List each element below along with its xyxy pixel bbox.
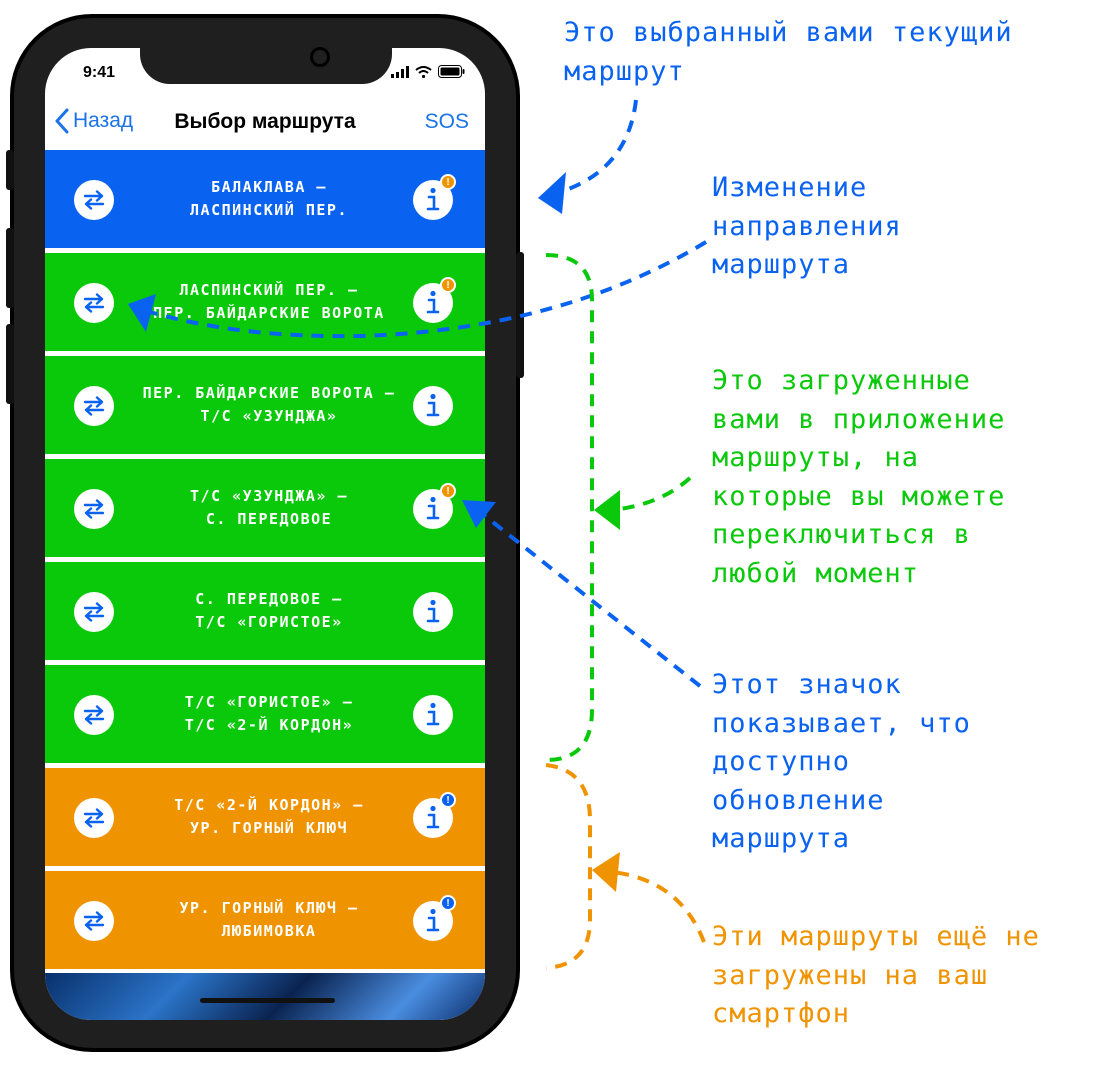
route-name: Т/С «УЗУНДЖА» – С. ПЕРЕДОВОЕ	[125, 459, 413, 557]
front-camera	[310, 47, 330, 67]
info-icon	[426, 496, 440, 520]
volume-up-button	[6, 228, 14, 308]
update-badge-icon: !	[440, 895, 456, 911]
power-button	[516, 252, 524, 378]
swap-direction-button[interactable]	[74, 695, 114, 735]
info-icon	[426, 599, 440, 623]
arrow-loaded-routes	[611, 476, 692, 512]
swap-direction-button[interactable]	[74, 592, 114, 632]
home-indicator	[200, 998, 335, 1003]
info-icon	[426, 393, 440, 417]
arrow-current-route-head	[538, 172, 566, 214]
swap-icon	[83, 293, 105, 313]
route-name-line1: ЛАСПИНСКИЙ ПЕР. –	[179, 281, 359, 299]
route-item[interactable]: Т/С «УЗУНДЖА» – С. ПЕРЕДОВОЕ!	[45, 459, 485, 557]
route-name-line1: Т/С «ГОРИСТОЕ» –	[184, 693, 354, 711]
back-button[interactable]: Назад	[55, 108, 133, 134]
notch	[140, 36, 392, 84]
route-name-line1: БАЛАКЛАВА –	[211, 178, 327, 196]
route-name-line1: Т/С «УЗУНДЖА» –	[190, 487, 348, 505]
sos-button[interactable]: SOS	[424, 110, 469, 133]
route-name-line2: Т/С «УЗУНДЖА»	[200, 407, 338, 425]
route-name: Т/С «ГОРИСТОЕ» – Т/С «2-Й КОРДОН»	[125, 665, 413, 763]
info-icon	[426, 805, 440, 829]
phone-screen: 9:41 Назад Выбор маршрута SOS БАЛАКЛАВА …	[45, 48, 485, 1020]
info-icon	[426, 187, 440, 211]
swap-direction-button[interactable]	[74, 901, 114, 941]
route-name-line2: ЛАСПИНСКИЙ ПЕР.	[190, 201, 348, 219]
status-icons	[391, 65, 465, 78]
route-name-line2: ЛЮБИМОВКА	[221, 922, 317, 940]
route-info-button[interactable]	[413, 386, 453, 426]
route-name-line1: ПЕР. БАЙДАРСКИЕ ВОРОТА –	[142, 384, 396, 402]
swap-icon	[83, 911, 105, 931]
swap-icon	[83, 190, 105, 210]
update-badge-icon: !	[440, 483, 456, 499]
route-list: БАЛАКЛАВА –ЛАСПИНСКИЙ ПЕР.!ЛАСПИНСКИЙ ПЕ…	[45, 150, 485, 974]
route-name-line1: Т/С «2-Й КОРДОН» –	[174, 796, 364, 814]
battery-icon	[438, 65, 465, 78]
route-name: ЛАСПИНСКИЙ ПЕР. – ПЕР. БАЙДАРСКИЕ ВОРОТА	[125, 253, 413, 351]
route-name-line2: УР. ГОРНЫЙ КЛЮЧ	[190, 819, 348, 837]
route-name-line2: ПЕР. БАЙДАРСКИЕ ВОРОТА	[153, 304, 385, 322]
route-item[interactable]: Т/С «2-Й КОРДОН» – УР. ГОРНЫЙ КЛЮЧ!	[45, 768, 485, 866]
swap-direction-button[interactable]	[74, 386, 114, 426]
route-name-line1: С. ПЕРЕДОВОЕ –	[195, 590, 343, 608]
status-time: 9:41	[83, 64, 116, 81]
route-name-line2: Т/С «ГОРИСТОЕ»	[195, 613, 343, 631]
bracket-not-loaded-routes	[545, 763, 592, 970]
swap-icon	[83, 808, 105, 828]
route-name: БАЛАКЛАВА – ЛАСПИНСКИЙ ПЕР.	[125, 150, 413, 248]
route-name: УР. ГОРНЫЙ КЛЮЧ – ЛЮБИМОВКА	[125, 871, 413, 969]
silent-switch	[6, 150, 14, 190]
swap-icon	[83, 705, 105, 725]
route-name-line1: УР. ГОРНЫЙ КЛЮЧ –	[179, 899, 359, 917]
info-icon	[426, 702, 440, 726]
annotation-current-route: Это выбранный вами текущий маршрут	[564, 17, 1013, 87]
annotation-update-icon: Этот значок показывает, что доступно обн…	[712, 669, 971, 854]
arrow-loaded-routes-head	[594, 490, 620, 530]
swap-icon	[83, 396, 105, 416]
arrow-not-loaded-routes	[611, 870, 706, 943]
route-item[interactable]: УР. ГОРНЫЙ КЛЮЧ – ЛЮБИМОВКА!	[45, 871, 485, 969]
route-name: Т/С «2-Й КОРДОН» – УР. ГОРНЫЙ КЛЮЧ	[125, 768, 413, 866]
route-item[interactable]: С. ПЕРЕДОВОЕ – Т/С «ГОРИСТОЕ»	[45, 562, 485, 660]
volume-down-button	[6, 324, 14, 404]
background-photo	[45, 973, 485, 1020]
swap-direction-button[interactable]	[74, 283, 114, 323]
swap-direction-button[interactable]	[74, 489, 114, 529]
update-badge-icon: !	[440, 277, 456, 293]
info-icon	[426, 908, 440, 932]
swap-direction-button[interactable]	[74, 180, 114, 220]
page-title: Выбор маршрута	[174, 110, 356, 133]
annotation-change-direction: Изменение направления маршрута	[712, 172, 902, 280]
info-icon	[426, 290, 440, 314]
route-item[interactable]: ПЕР. БАЙДАРСКИЕ ВОРОТА – Т/С «УЗУНДЖА»	[45, 356, 485, 454]
chevron-left-icon	[55, 108, 69, 134]
route-info-button[interactable]	[413, 695, 453, 735]
swap-icon	[83, 602, 105, 622]
arrow-current-route	[559, 99, 638, 194]
route-item[interactable]: ЛАСПИНСКИЙ ПЕР. – ПЕР. БАЙДАРСКИЕ ВОРОТА!	[45, 253, 485, 351]
route-name: ПЕР. БАЙДАРСКИЕ ВОРОТА – Т/С «УЗУНДЖА»	[125, 356, 413, 454]
annotation-loaded-routes: Это загруженные вами в приложение маршру…	[712, 365, 1006, 589]
bracket-loaded-routes	[545, 253, 594, 762]
swap-icon	[83, 499, 105, 519]
update-badge-icon: !	[440, 174, 456, 190]
arrow-not-loaded-routes-head	[592, 852, 620, 892]
route-name: С. ПЕРЕДОВОЕ – Т/С «ГОРИСТОЕ»	[125, 562, 413, 660]
route-info-button[interactable]	[413, 592, 453, 632]
route-name-line2: С. ПЕРЕДОВОЕ	[205, 510, 333, 528]
update-badge-icon: !	[440, 792, 456, 808]
wifi-icon	[415, 65, 432, 78]
route-info-button[interactable]	[413, 180, 453, 220]
route-name-line2: Т/С «2-Й КОРДОН»	[184, 716, 354, 734]
signal-icon	[391, 65, 409, 78]
annotation-not-loaded-routes: Эти маршруты ещё не загружены на ваш сма…	[712, 921, 1040, 1029]
route-item[interactable]: БАЛАКЛАВА – ЛАСПИНСКИЙ ПЕР.!	[45, 150, 485, 248]
route-item[interactable]: Т/С «ГОРИСТОЕ» – Т/С «2-Й КОРДОН»	[45, 665, 485, 763]
back-label: Назад	[73, 109, 134, 132]
swap-direction-button[interactable]	[74, 798, 114, 838]
